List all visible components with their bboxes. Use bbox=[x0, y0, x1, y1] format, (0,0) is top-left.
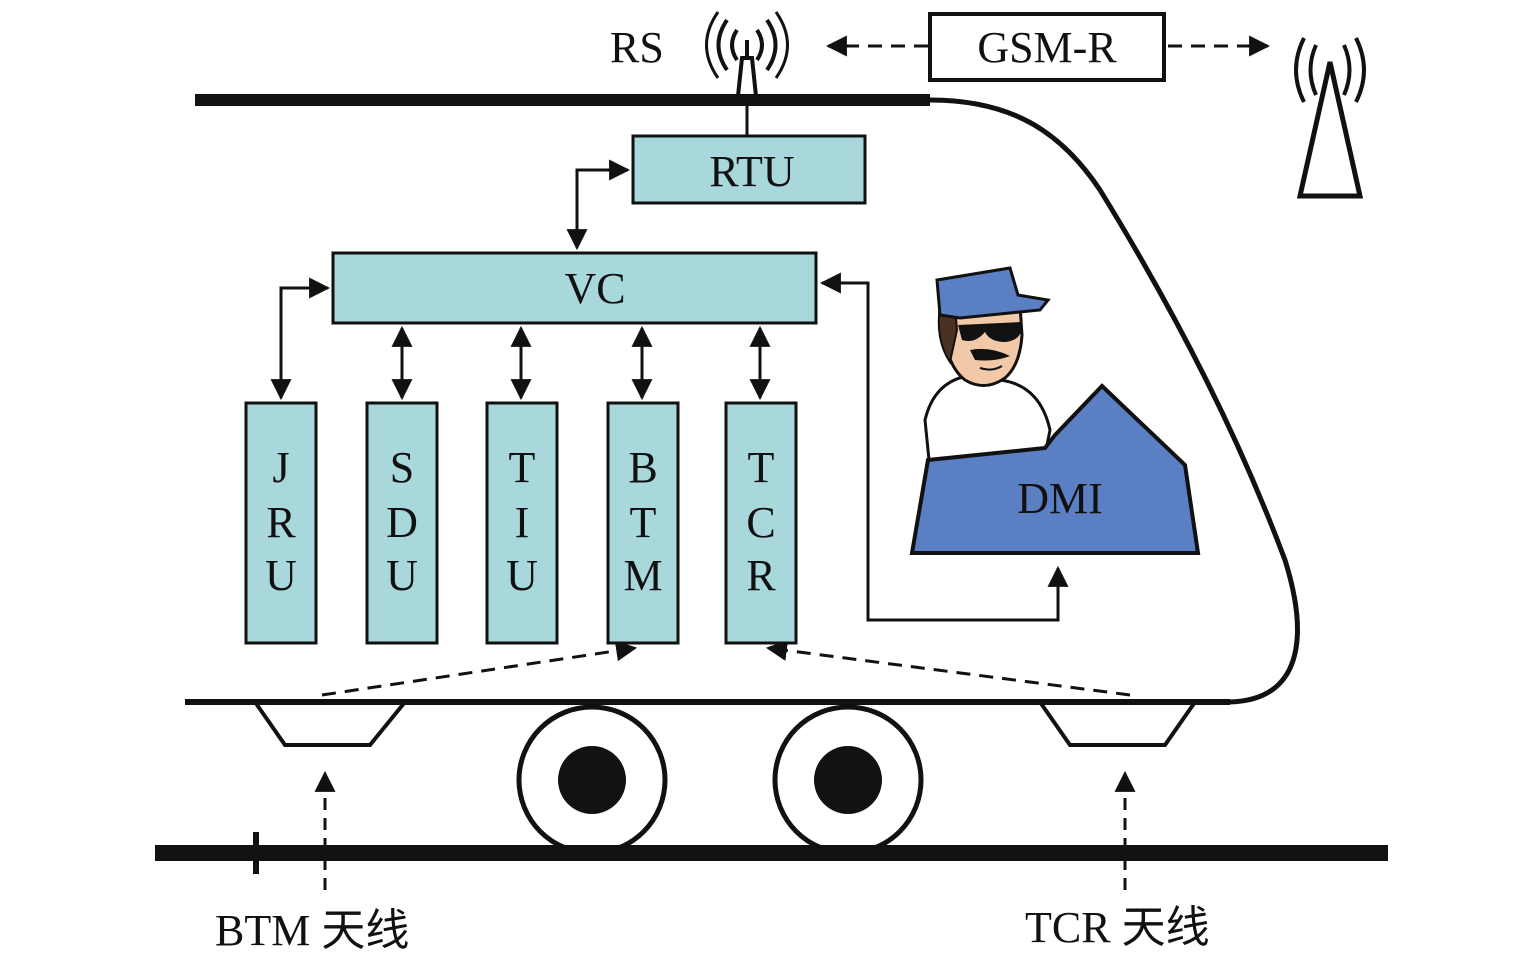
module-letter: T bbox=[509, 443, 536, 492]
antenna-housing-right bbox=[1038, 700, 1197, 747]
module-tcr: T C R bbox=[724, 401, 798, 645]
module-letter: I bbox=[515, 498, 530, 547]
module-letter: D bbox=[386, 498, 418, 547]
btm-signal-dashed bbox=[321, 640, 638, 697]
vc-label: VC bbox=[564, 264, 625, 313]
wheel-right bbox=[772, 704, 924, 856]
wheel-left bbox=[516, 704, 668, 856]
module-letter: U bbox=[506, 551, 538, 600]
nose-outline bbox=[929, 97, 1300, 705]
vc-box bbox=[331, 251, 818, 325]
vc-dmi-arrow bbox=[819, 272, 1069, 622]
gsmr-box bbox=[928, 12, 1166, 82]
dmi-label: DMI bbox=[1017, 474, 1103, 523]
module-jru: J R U bbox=[244, 401, 318, 645]
train-body bbox=[185, 94, 1300, 705]
antenna-housing-left bbox=[253, 700, 407, 747]
rs-antenna-icon bbox=[705, 11, 789, 98]
module-tiu: T I U bbox=[485, 401, 559, 645]
module-letter: J bbox=[272, 443, 289, 492]
dmi-console bbox=[909, 383, 1201, 555]
tcr-signal-dashed bbox=[765, 640, 1131, 697]
ground-tower-icon bbox=[1294, 37, 1366, 199]
module-letter: S bbox=[390, 443, 414, 492]
module-letter: C bbox=[746, 498, 775, 547]
module-letter: M bbox=[623, 551, 662, 600]
gsmr-label: GSM-R bbox=[977, 23, 1117, 72]
rtu-vc-arrow bbox=[566, 159, 631, 251]
module-sdu: S D U bbox=[365, 401, 439, 645]
module-letter: T bbox=[748, 443, 775, 492]
rtu-box bbox=[631, 134, 867, 205]
module-letter: U bbox=[386, 551, 418, 600]
tcr-antenna-label: TCR 天线 bbox=[1025, 903, 1210, 952]
module-letter: T bbox=[630, 498, 657, 547]
vc-jru-arrow bbox=[270, 277, 331, 401]
module-letter: R bbox=[266, 498, 296, 547]
module-letter: B bbox=[628, 443, 657, 492]
module-letter: R bbox=[746, 551, 776, 600]
rtu-label: RTU bbox=[709, 147, 794, 196]
btm-antenna-label: BTM 天线 bbox=[215, 906, 409, 955]
rs-label: RS bbox=[610, 23, 664, 72]
module-btm: B T M bbox=[606, 401, 680, 645]
driver-icon bbox=[923, 266, 1052, 472]
module-letter: U bbox=[265, 551, 297, 600]
